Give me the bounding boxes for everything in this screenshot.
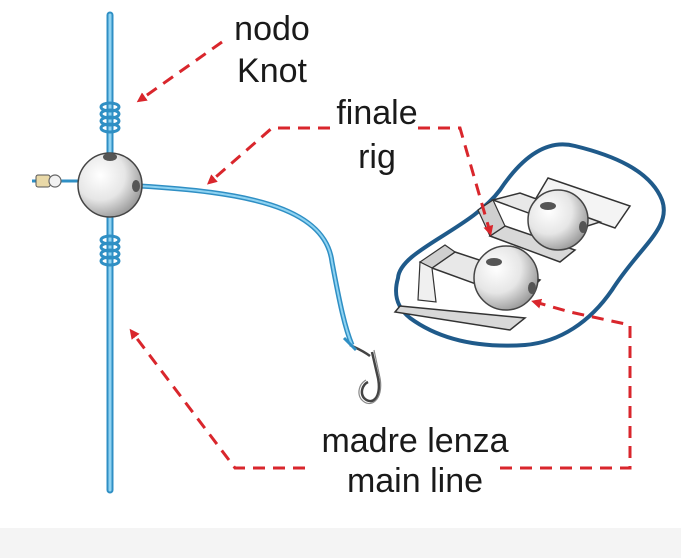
arrow-main-line-tray (500, 298, 632, 470)
label-main-line-italian: madre lenza (321, 422, 509, 460)
bead-tray (393, 142, 666, 348)
bottom-strip (0, 528, 681, 558)
arrow-rig (206, 126, 330, 185)
bead-ball (77, 152, 143, 218)
side-pin (32, 174, 80, 188)
label-rig-italian: finale (336, 94, 418, 132)
upper-knot (99, 101, 121, 134)
label-knot-italian: nodo (234, 10, 310, 48)
arrow-main-line (129, 328, 305, 470)
rig-line (139, 183, 355, 346)
label-rig-english: rig (358, 138, 396, 176)
label-main-line-english: main line (346, 462, 484, 500)
arrow-rig-tray (418, 126, 494, 236)
lower-knot (99, 234, 121, 267)
hook-icon (342, 336, 382, 405)
label-knot-english: Knot (237, 52, 307, 90)
arrow-knot (136, 40, 223, 103)
